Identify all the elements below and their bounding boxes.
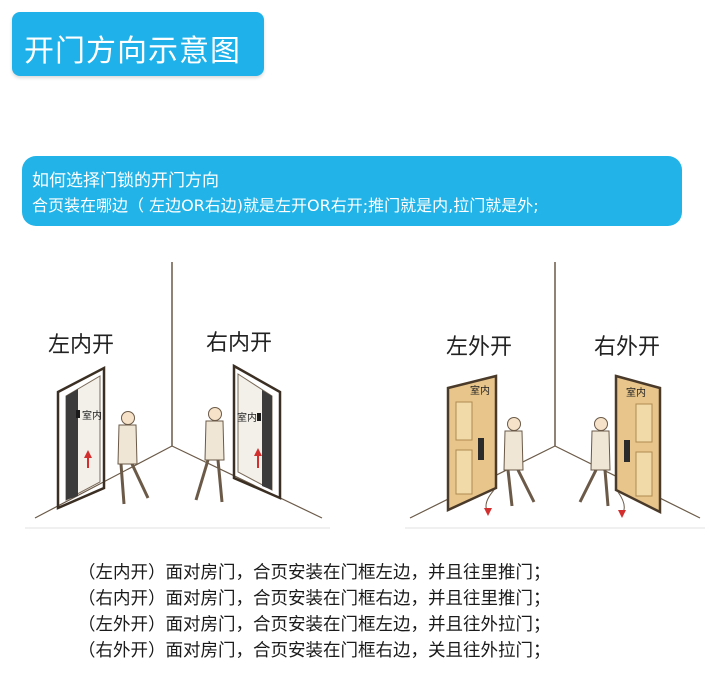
explanation-list: （左内开）面对房门，合页安装在门框左边，并且往里推门； （右内开）面对房门，合页… (78, 560, 698, 664)
room-label: 室内 (470, 384, 490, 397)
note-left-inward: （左内开）面对房门，合页安装在门框左边，并且往里推门； (78, 563, 551, 583)
room-label: 室内 (82, 409, 102, 422)
person-figure (503, 417, 536, 507)
door-label: 右内开 (206, 331, 272, 356)
door-right-inward: 右内开 室内 (206, 331, 282, 500)
door-right-outward: 右外开 室内 (594, 335, 662, 518)
note-right-inward: （右内开）面对房门，合页安装在门框右边，并且往里推门； (78, 589, 551, 609)
room-label: 室内 (626, 386, 646, 399)
room-label: 室内 (237, 411, 257, 424)
title-banner: 开门方向示意图 (12, 12, 264, 76)
door-diagram: 左内开 室内 右内开 室内 左外开 (25, 262, 705, 529)
door-label: 左内开 (48, 333, 114, 358)
door-left-inward: 左内开 室内 (48, 333, 114, 510)
page-title: 开门方向示意图 (24, 34, 241, 69)
info-heading: 如何选择门锁的开门方向 (32, 171, 219, 191)
person-figure (117, 411, 150, 505)
note-left-outward: （左外开）面对房门，合页安装在门框左边，并且往外拉门； (78, 615, 551, 635)
door-label: 右外开 (594, 335, 660, 360)
info-banner: 如何选择门锁的开门方向 合页装在哪边（ 左边OR右边)就是左开OR右开;推门就是… (22, 156, 682, 226)
info-rule: 合页装在哪边（ 左边OR右边)就是左开OR右开;推门就是内,拉门就是外; (32, 196, 539, 215)
note-right-outward: （右外开）面对房门，合页安装在门框右边，关且往外拉门； (78, 641, 551, 661)
door-label: 左外开 (446, 335, 512, 360)
door-left-outward: 左外开 室内 (446, 335, 512, 516)
person-figure (194, 407, 225, 503)
person-figure (578, 417, 611, 507)
